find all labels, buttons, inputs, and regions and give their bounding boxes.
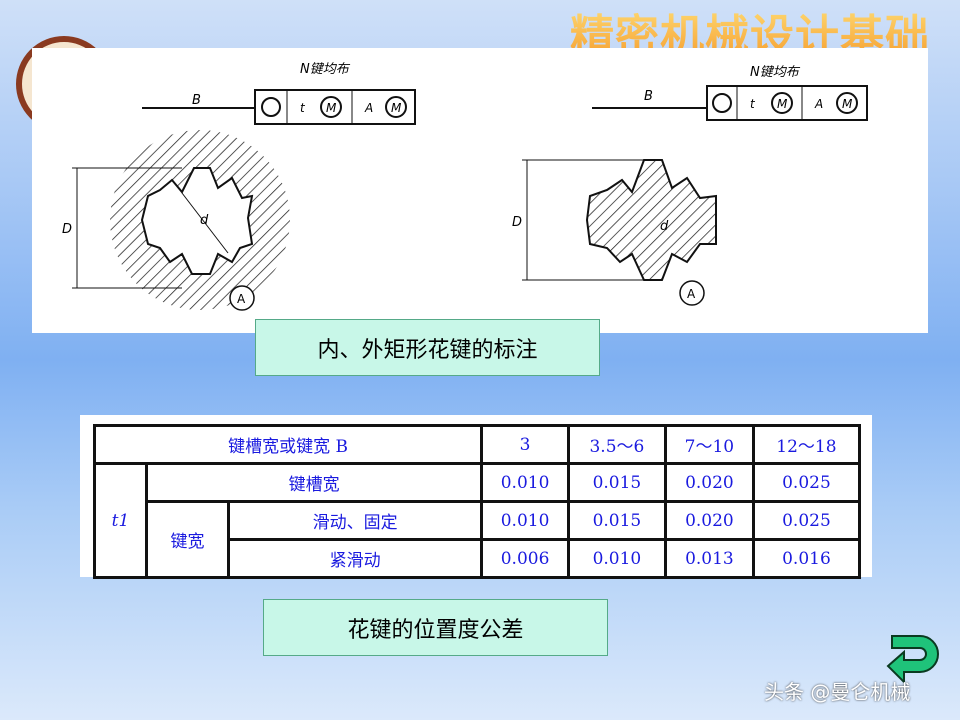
spline-drawing-figure: N键均布 B t M A M D d A N键均布 B t M A M D d …	[32, 48, 928, 333]
table-header-row: 键槽宽或键宽 B 3 3.5～6 7～10 12～18	[92, 424, 862, 465]
position-tolerance-table: 键槽宽或键宽 B 3 3.5～6 7～10 12～18 t1 键槽宽 0.010…	[92, 424, 862, 579]
svg-text:D: D	[512, 215, 522, 230]
table-cell: 0.010	[480, 462, 570, 503]
column-header: 3.5～6	[566, 424, 667, 465]
table-cell: 0.025	[751, 462, 862, 503]
svg-text:A: A	[687, 287, 696, 301]
table-cell: 0.020	[663, 462, 755, 503]
table-row: 键宽 滑动、固定 0.010 0.015 0.020 0.025	[95, 500, 862, 579]
svg-text:B: B	[644, 89, 653, 104]
return-arrow-icon[interactable]	[886, 628, 946, 688]
svg-text:A: A	[814, 97, 823, 111]
tolerance-table-panel: 键槽宽或键宽 B 3 3.5～6 7～10 12～18 t1 键槽宽 0.010…	[80, 415, 872, 579]
right-uniform-keys-label: N键均布	[750, 65, 801, 80]
svg-text:M: M	[326, 101, 337, 115]
table-cell: 0.025	[751, 500, 862, 541]
svg-text:d: d	[200, 213, 209, 228]
row-label: 紧滑动	[226, 538, 484, 579]
internal-spline-drawing: N键均布 B t M A M D d A	[62, 62, 416, 311]
external-spline-drawing: N键均布 B t M A M D d A	[512, 65, 868, 306]
spline-drawing: N键均布 B t M A M D d A N键均布 B t M A M D d …	[62, 62, 868, 311]
svg-text:t: t	[300, 101, 306, 115]
table-row: 紧滑动 0.006 0.010 0.013 0.016	[95, 538, 862, 579]
column-header: 3	[480, 424, 570, 465]
svg-text:t: t	[750, 97, 756, 111]
svg-text:A: A	[237, 292, 246, 306]
table-cell: 0.013	[663, 538, 755, 579]
left-uniform-keys-label: N键均布	[300, 62, 351, 77]
column-header: 12～18	[751, 424, 862, 465]
svg-text:M: M	[842, 97, 853, 111]
svg-text:B: B	[192, 93, 201, 108]
caption-position-tolerance: 花键的位置度公差	[263, 599, 608, 656]
svg-text:A: A	[364, 101, 373, 115]
table-cell: 0.006	[480, 538, 570, 579]
t1-group-label: t1	[93, 462, 148, 579]
key-width-label: 键宽	[145, 500, 230, 579]
svg-text:M: M	[391, 101, 402, 115]
table-cell: 0.020	[663, 500, 755, 541]
caption-spline-annotation: 内、外矩形花键的标注	[255, 319, 600, 376]
row-label: 键槽宽	[144, 462, 484, 503]
row-label: 滑动、固定	[226, 500, 484, 541]
table-cell: 0.015	[566, 500, 667, 541]
column-header: 7～10	[663, 424, 755, 465]
table-cell: 0.015	[566, 462, 667, 503]
svg-text:D: D	[62, 222, 72, 237]
svg-text:M: M	[777, 97, 788, 111]
header-cell: 键槽宽或键宽 B	[92, 424, 484, 465]
watermark: 头条 @曼仑机械	[764, 680, 911, 704]
table-row: t1 键槽宽 0.010 0.015 0.020 0.025	[93, 462, 862, 579]
table-cell: 0.016	[751, 538, 862, 579]
table-cell: 0.010	[480, 500, 570, 541]
table-cell: 0.010	[566, 538, 667, 579]
svg-text:d: d	[660, 219, 669, 234]
